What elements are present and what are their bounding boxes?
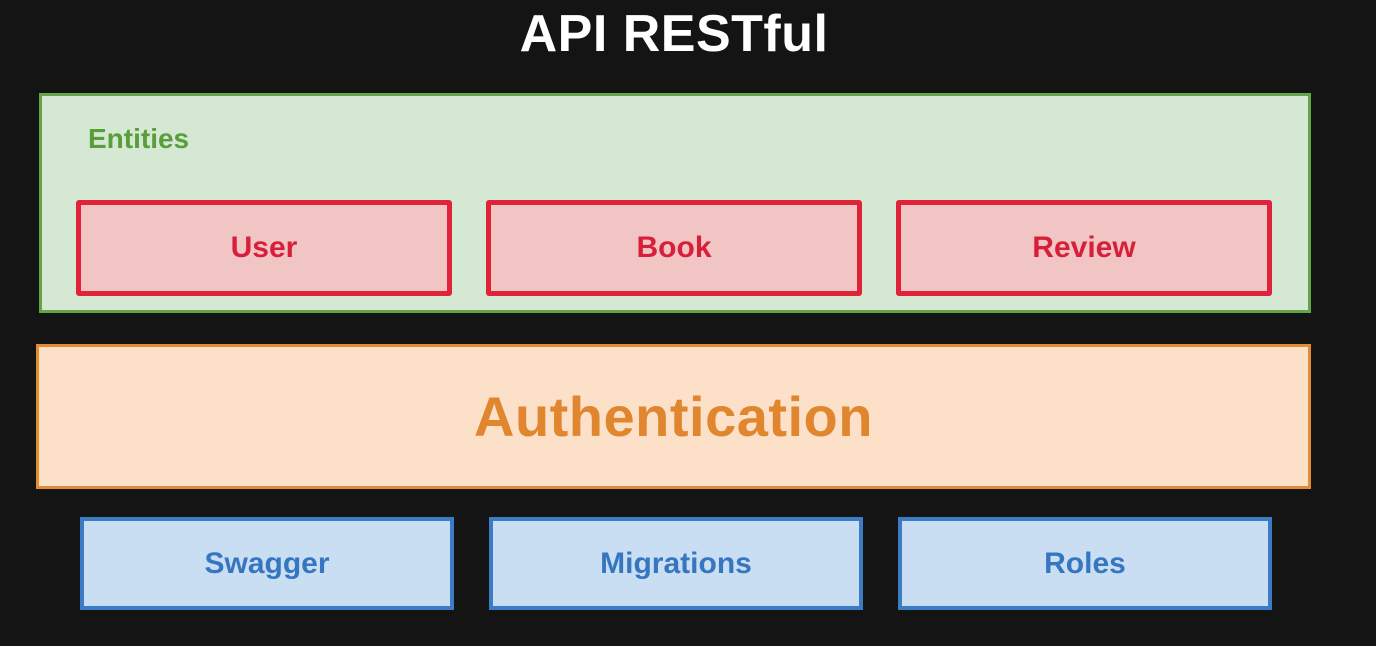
roles-box: Roles (898, 517, 1272, 610)
diagram-title: API RESTful (519, 5, 829, 63)
swagger-box: Swagger (80, 517, 454, 610)
entity-review-box: Review (896, 200, 1272, 296)
entities-label: Entities (88, 123, 190, 154)
migrations-box: Migrations (489, 517, 863, 610)
entities-container: Entities User Book Review (39, 93, 1311, 313)
entity-user-box: User (76, 200, 452, 296)
authentication-layer: Authentication (36, 344, 1311, 489)
entity-book-box: Book (486, 200, 862, 296)
